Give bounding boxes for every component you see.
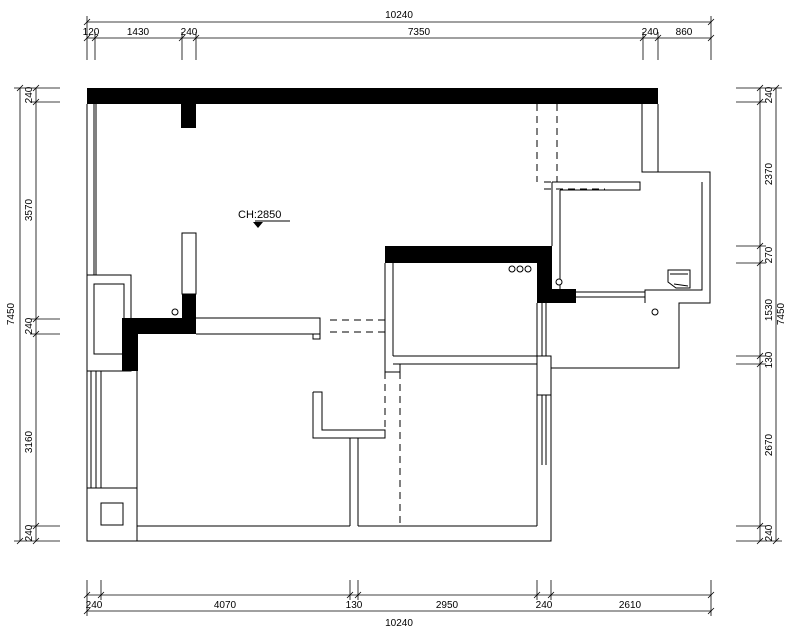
top-dimension-label: 240 (642, 27, 659, 38)
left-dimension-label: 3160 (24, 430, 35, 453)
right-dimension-chain (736, 84, 782, 545)
left-dimension-label: 3570 (24, 198, 35, 221)
left-dimension-label: 240 (24, 524, 35, 541)
bottom-dimension-chain (83, 580, 715, 616)
right-dimension-label: 240 (764, 86, 775, 103)
right-dimension-label: 2370 (764, 162, 775, 185)
bottom-dimension-label: 240 (536, 600, 553, 611)
right-dimension-label: 1530 (764, 298, 775, 321)
wall-outlines (86, 104, 711, 542)
left-dimension-label: 240 (24, 317, 35, 334)
left-dimension-label: 240 (24, 86, 35, 103)
right-total-dimension: 7450 (776, 302, 787, 325)
top-dimension-chain (83, 16, 715, 60)
top-dimension-label: 1430 (127, 27, 150, 38)
dashed-lines (330, 104, 605, 526)
level-marker-icon (253, 222, 263, 228)
right-dimension-label: 130 (764, 351, 775, 368)
fixture-markers (171, 265, 659, 316)
right-dimension-label: 240 (764, 524, 775, 541)
right-dimension-label: 2670 (764, 433, 775, 456)
top-dimension-label: 860 (676, 27, 693, 38)
bottom-total-dimension: 10240 (385, 618, 413, 629)
bottom-dimension-label: 2950 (436, 600, 459, 611)
ceiling-height-annotation: CH:2850 (238, 209, 290, 228)
structural-walls (87, 88, 658, 371)
bottom-dimension-label: 2610 (619, 600, 642, 611)
bottom-dimension-label: 240 (86, 600, 103, 611)
left-total-dimension: 7450 (6, 302, 17, 325)
top-dimension-label: 240 (181, 27, 198, 38)
ceiling-height-label: CH:2850 (238, 209, 281, 221)
top-total-dimension: 10240 (385, 10, 413, 21)
bottom-dimension-label: 130 (346, 600, 363, 611)
top-dimension-label: 7350 (408, 27, 431, 38)
bottom-dimension-label: 4070 (214, 600, 237, 611)
left-dimension-chain (14, 84, 60, 545)
top-dimension-label: 120 (83, 27, 100, 38)
right-dimension-label: 270 (764, 246, 775, 263)
